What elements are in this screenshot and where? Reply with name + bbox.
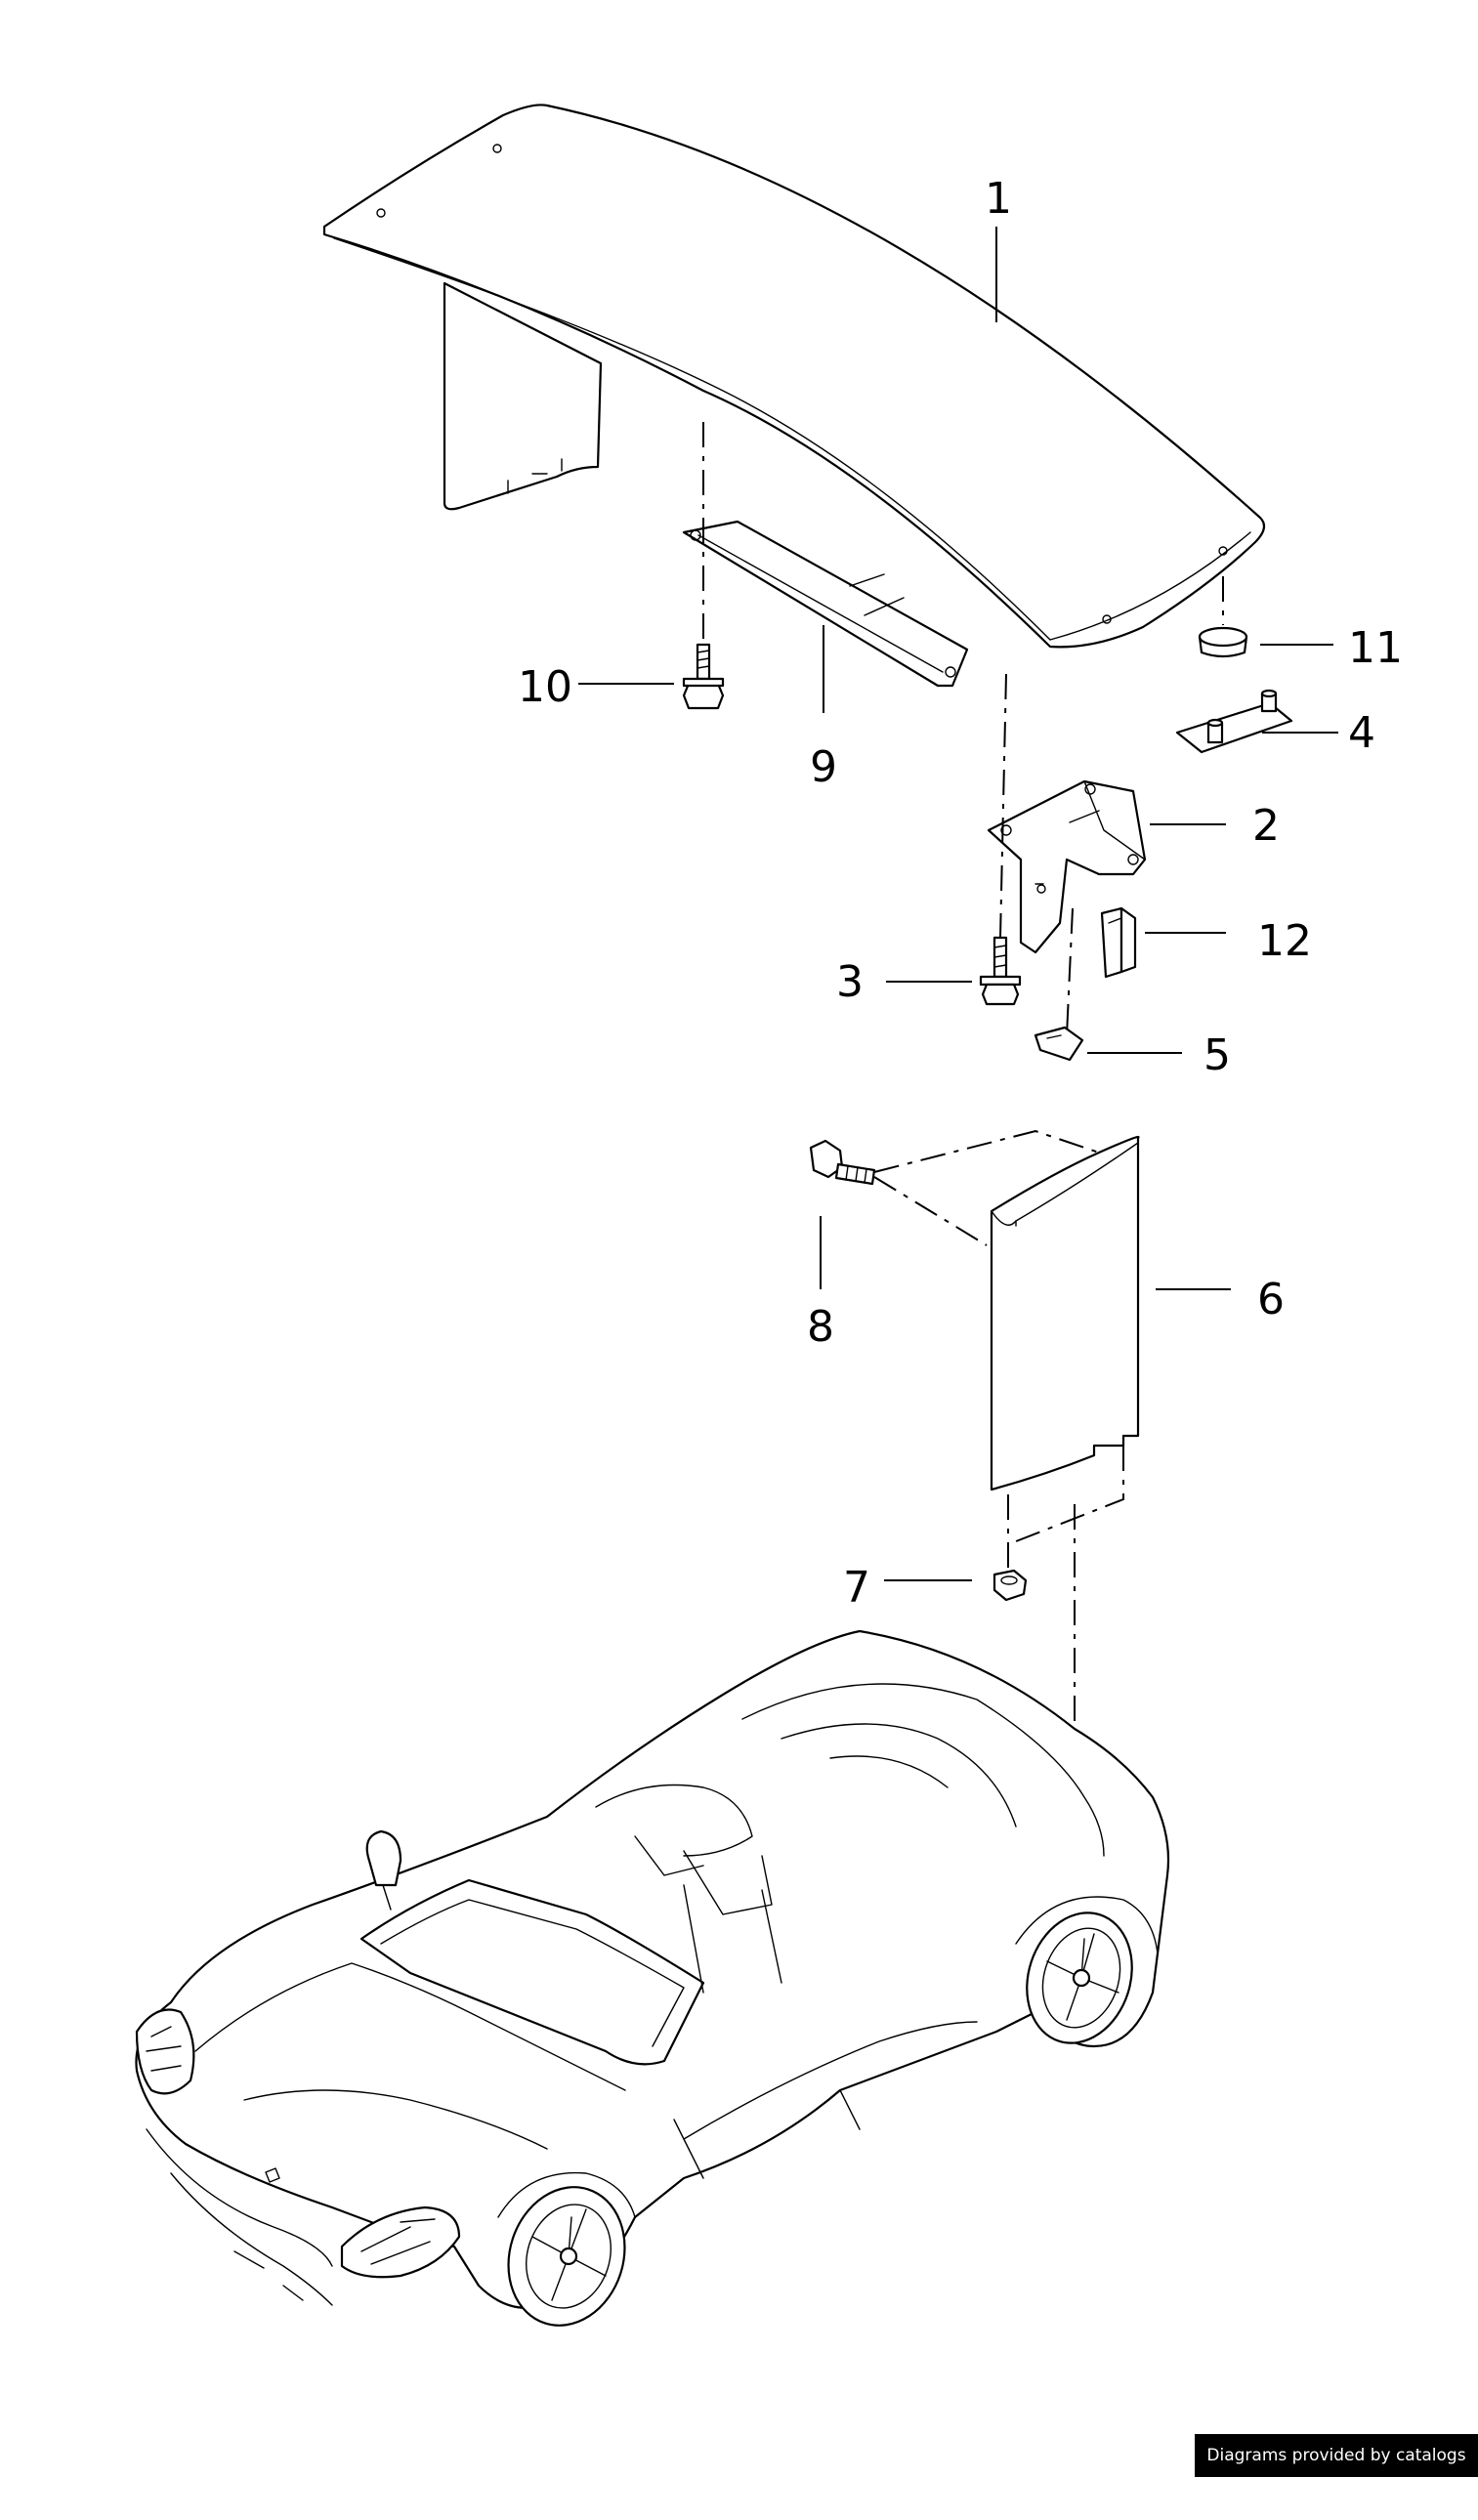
callout-10: 10 bbox=[518, 662, 572, 712]
callout-9: 9 bbox=[810, 742, 837, 792]
callout-12: 12 bbox=[1257, 916, 1312, 966]
callout-1: 1 bbox=[985, 174, 1012, 224]
diagram-credit-label: Diagrams provided by catalogs parts bbox=[1195, 2434, 1478, 2508]
assembly-lines bbox=[702, 422, 1224, 1768]
support-bar-part[interactable] bbox=[682, 520, 969, 688]
screw-part[interactable] bbox=[809, 1139, 876, 1186]
callout-8: 8 bbox=[807, 1302, 834, 1352]
clip-part[interactable] bbox=[1100, 906, 1137, 979]
callout-4: 4 bbox=[1348, 708, 1375, 758]
end-plate-part[interactable] bbox=[990, 1135, 1140, 1491]
car-illustration bbox=[135, 1629, 1170, 2327]
callout-7: 7 bbox=[843, 1563, 870, 1613]
clip-nut-part[interactable] bbox=[1034, 1026, 1084, 1062]
callout-6: 6 bbox=[1257, 1275, 1285, 1324]
callout-5: 5 bbox=[1204, 1030, 1231, 1080]
callout-labels: 1 2 3 4 5 6 7 8 9 10 11 12 bbox=[518, 174, 1403, 1613]
nut-part[interactable] bbox=[992, 1569, 1028, 1602]
leader-lines bbox=[578, 227, 1338, 1581]
callout-3: 3 bbox=[836, 957, 864, 1007]
bracket-part[interactable] bbox=[987, 779, 1147, 954]
cap-part[interactable] bbox=[1198, 626, 1248, 658]
plate-4-part[interactable] bbox=[1175, 689, 1293, 754]
rear-spoiler-part[interactable] bbox=[322, 104, 1266, 649]
bolt-10-part[interactable] bbox=[682, 643, 725, 710]
callout-2: 2 bbox=[1252, 801, 1280, 851]
bolt-3-part[interactable] bbox=[979, 936, 1022, 1006]
callout-11: 11 bbox=[1348, 623, 1403, 673]
